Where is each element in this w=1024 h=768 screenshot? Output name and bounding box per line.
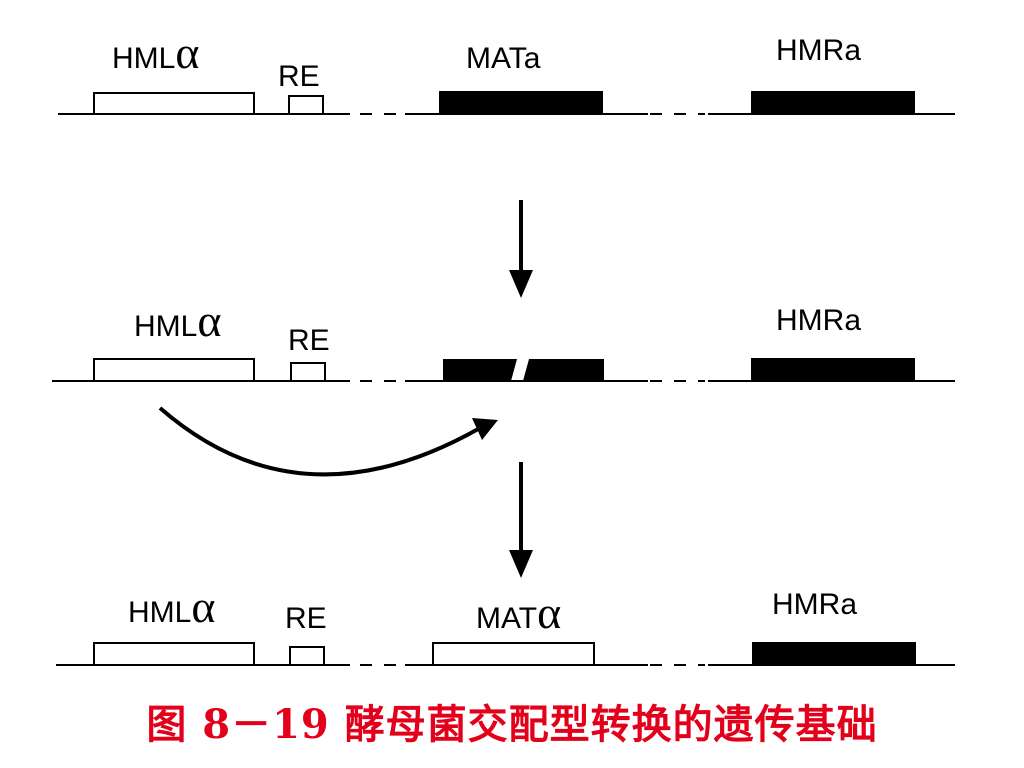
gene-conversion-curved-arrow [158, 406, 481, 477]
re-label: RE [278, 60, 320, 93]
mat-alpha-locus-box [432, 642, 595, 666]
re-element-box [288, 95, 324, 115]
mat-locus-cut-right [523, 359, 604, 381]
hmr-label: HMRa [776, 304, 861, 337]
curved-arrow-head [472, 418, 498, 440]
down-arrow-1 [509, 200, 533, 298]
re-element-box [290, 362, 326, 382]
row-3-after-switch: HMLα RE MATα HMRa [56, 581, 955, 666]
figure-caption: 图 8－19 酵母菌交配型转换的遗传基础 [146, 701, 878, 748]
hmr-a-locus-box [752, 642, 916, 666]
down-arrow-2 [509, 462, 533, 578]
hmr-label: HMRa [772, 588, 857, 621]
re-label: RE [285, 602, 327, 635]
hmr-label: HMRa [776, 34, 861, 67]
alpha-allele: α [537, 587, 561, 638]
mat-label: MATα [476, 587, 561, 638]
hml-label: HMLα [128, 581, 215, 632]
hmr-a-locus-box [751, 358, 915, 382]
hml-alpha-locus-box [93, 92, 255, 115]
row-2-cut-mat: HMLα RE HMRa [52, 295, 955, 477]
hml-alpha-locus-box [93, 642, 255, 666]
re-element-box [289, 646, 325, 666]
mat-label: MATa [466, 42, 541, 75]
hml-label: HMLα [112, 27, 199, 78]
alpha-allele: α [197, 295, 221, 346]
row-1-before-switch: HMLα RE MATa HMRa [58, 27, 955, 115]
mat-locus-cut-left [443, 359, 517, 381]
hmr-a-locus-box [751, 91, 915, 115]
alpha-allele: α [191, 581, 215, 632]
mat-a-locus-box [439, 91, 603, 115]
hml-alpha-locus-box [93, 358, 255, 382]
alpha-allele: α [175, 27, 199, 78]
re-label: RE [288, 324, 330, 357]
hml-label: HMLα [134, 295, 221, 346]
